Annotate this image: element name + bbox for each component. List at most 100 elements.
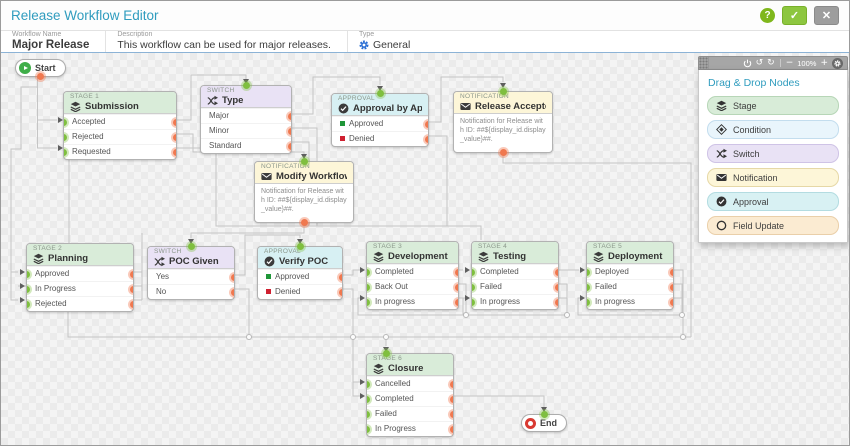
output-port[interactable]: [555, 283, 558, 291]
zoom-out-button[interactable]: −: [785, 58, 794, 68]
output-port[interactable]: [36, 73, 44, 80]
drag-handle-icon[interactable]: [699, 57, 709, 69]
palette-item-field-update[interactable]: Field Update: [707, 216, 839, 235]
input-port[interactable]: [472, 268, 475, 276]
output-port[interactable]: [425, 135, 428, 143]
input-port[interactable]: [367, 380, 370, 388]
settings-button[interactable]: [832, 57, 843, 69]
output-port[interactable]: [339, 288, 342, 296]
input-port[interactable]: [587, 283, 590, 291]
input-port[interactable]: [64, 133, 67, 141]
output-port[interactable]: [173, 133, 176, 141]
input-port[interactable]: [27, 270, 30, 278]
output-port[interactable]: [339, 273, 342, 281]
type-value-wrap: General: [359, 39, 410, 51]
input-port[interactable]: [27, 300, 30, 308]
zoom-in-button[interactable]: +: [820, 58, 828, 68]
input-port[interactable]: [472, 298, 475, 306]
palette-item-condition[interactable]: Condition: [707, 120, 839, 139]
palette-item-switch[interactable]: Switch: [707, 144, 839, 163]
input-port[interactable]: [367, 283, 370, 291]
node-title: Type: [222, 95, 244, 106]
stage-layers-icon: [70, 101, 81, 112]
undo-icon[interactable]: ↺: [755, 58, 764, 68]
case-label: Major: [209, 111, 230, 120]
output-port[interactable]: [231, 273, 234, 281]
workflow-name-value[interactable]: Major Release: [12, 39, 90, 51]
output-port[interactable]: [288, 142, 291, 150]
output-port[interactable]: [455, 268, 458, 276]
node-kind: Switch: [154, 248, 182, 255]
input-port[interactable]: [540, 411, 548, 418]
palette-item-stage[interactable]: Stage: [707, 96, 839, 115]
output-port[interactable]: [555, 268, 558, 276]
node-stage1-submission[interactable]: Stage 1 Submission Accepted Rejected Req…: [63, 91, 177, 160]
outcome-label: Approved: [35, 269, 70, 278]
output-port[interactable]: [288, 127, 291, 135]
input-port[interactable]: [376, 90, 384, 97]
node-stage5-deployment[interactable]: Stage 5 Deployment Deployed Failed In pr…: [586, 241, 674, 310]
output-port[interactable]: [670, 298, 673, 306]
redo-icon[interactable]: ↻: [767, 58, 775, 68]
input-port[interactable]: [187, 243, 195, 250]
input-port[interactable]: [472, 283, 475, 291]
node-notification-modify-workflow[interactable]: Notification Modify Workflow Notificatio…: [254, 158, 354, 226]
node-notification-release-accepted[interactable]: Notification Release Accepted Notificati…: [453, 88, 553, 156]
input-port[interactable]: [367, 425, 370, 433]
close-button[interactable]: ✕: [814, 6, 839, 25]
output-port[interactable]: [450, 425, 453, 433]
output-port[interactable]: [450, 410, 453, 418]
input-port[interactable]: [64, 148, 67, 156]
node-stage6-closure[interactable]: Stage 6 Closure Cancelled Completed Fail…: [366, 350, 454, 437]
output-port[interactable]: [300, 219, 308, 226]
output-port[interactable]: [173, 148, 176, 156]
output-port[interactable]: [670, 268, 673, 276]
confirm-button[interactable]: ✓: [782, 6, 807, 25]
input-port[interactable]: [499, 88, 507, 95]
input-port[interactable]: [27, 285, 30, 293]
palette-item-approval[interactable]: Approval: [707, 192, 839, 211]
help-button[interactable]: ?: [760, 8, 775, 23]
input-port[interactable]: [300, 158, 308, 165]
input-port[interactable]: [367, 298, 370, 306]
input-port[interactable]: [296, 243, 304, 250]
node-approval-by-application[interactable]: Approval Approval by Appli... Approved D…: [331, 90, 429, 147]
output-port[interactable]: [555, 298, 558, 306]
node-switch-type[interactable]: Switch Type Major Minor Standard: [200, 82, 292, 154]
output-port[interactable]: [130, 300, 133, 308]
power-icon[interactable]: [741, 59, 754, 68]
output-port[interactable]: [450, 380, 453, 388]
input-port[interactable]: [367, 268, 370, 276]
output-port[interactable]: [670, 283, 673, 291]
output-port[interactable]: [231, 288, 234, 296]
node-switch-poc-given[interactable]: Switch POC Given Yes No: [147, 243, 235, 300]
node-stage4-testing[interactable]: Stage 4 Testing Completed Failed In prog…: [471, 241, 559, 310]
input-port[interactable]: [587, 268, 590, 276]
output-port[interactable]: [425, 120, 428, 128]
output-port[interactable]: [455, 298, 458, 306]
output-port[interactable]: [499, 149, 507, 156]
node-end[interactable]: End: [521, 411, 567, 432]
description-value[interactable]: This workflow can be used for major rele…: [117, 39, 331, 51]
input-port[interactable]: [587, 298, 590, 306]
palette-item-notification[interactable]: Notification: [707, 168, 839, 187]
input-port[interactable]: [383, 350, 390, 357]
output-port[interactable]: [288, 112, 291, 120]
type-value[interactable]: General: [372, 39, 411, 51]
output-port[interactable]: [173, 118, 176, 126]
output-port[interactable]: [450, 395, 453, 403]
outcome-label: Completed: [480, 267, 519, 276]
input-port[interactable]: [242, 82, 250, 89]
input-port[interactable]: [64, 118, 67, 126]
branch-icon: [716, 148, 727, 159]
node-start[interactable]: Start: [15, 59, 66, 80]
branch-icon: [154, 256, 165, 267]
node-approval-verify-poc[interactable]: Approval Verify POC Approved Denied: [257, 243, 343, 300]
output-port[interactable]: [130, 270, 133, 278]
input-port[interactable]: [367, 395, 370, 403]
output-port[interactable]: [130, 285, 133, 293]
node-stage3-development[interactable]: Stage 3 Development Completed Back Out I…: [366, 241, 459, 310]
node-stage2-planning[interactable]: Stage 2 Planning Approved In Progress Re…: [26, 243, 134, 312]
output-port[interactable]: [455, 283, 458, 291]
input-port[interactable]: [367, 410, 370, 418]
